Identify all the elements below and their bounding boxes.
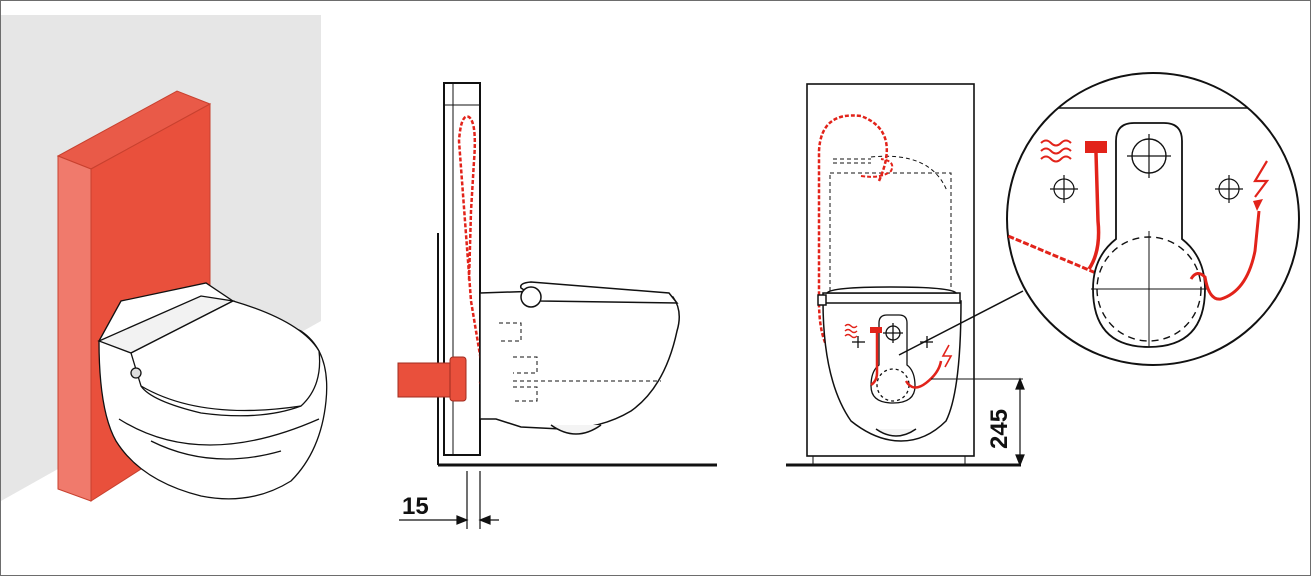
detail-leader-line [898, 290, 1024, 356]
toilet-side [479, 281, 680, 435]
power-cable-side [457, 115, 487, 381]
toilet-iso [97, 282, 328, 500]
detail-fixing-right [1215, 175, 1243, 203]
power-cable-front [817, 114, 888, 377]
detail-water-icon [1040, 139, 1072, 163]
water-connection-front [870, 331, 879, 387]
water-supply-icon [844, 323, 858, 339]
detail-water-pipe [1087, 152, 1101, 270]
detail-view [1006, 72, 1300, 366]
isometric-view [1, 15, 328, 502]
dimension-outlet-height [1015, 377, 1025, 467]
front-view: 245 [786, 83, 1025, 467]
dimension-wall-gap [399, 471, 499, 529]
dimension-label-15: 15 [402, 493, 429, 520]
flush-dashed [833, 155, 948, 192]
detail-water-valve [1085, 141, 1107, 153]
cable-loop-front [860, 158, 894, 178]
module-side [57, 155, 92, 502]
detail-fixing-left [1050, 175, 1078, 203]
detail-power-cable-dashed [1007, 231, 1097, 275]
mounting-plate-front [852, 314, 933, 404]
side-view: 15 [397, 82, 717, 529]
detail-power-icon [1253, 160, 1270, 198]
detail-power-arrow [1253, 199, 1263, 211]
detail-power-cable [1189, 210, 1261, 301]
drain-pipe [397, 362, 451, 398]
water-valve-front [870, 327, 882, 333]
fixing-dashes-side [499, 322, 661, 402]
power-supply-icon [941, 344, 953, 368]
dimension-label-245: 245 [986, 409, 1013, 449]
drain-flange [449, 356, 467, 402]
power-connection-front [904, 360, 943, 389]
